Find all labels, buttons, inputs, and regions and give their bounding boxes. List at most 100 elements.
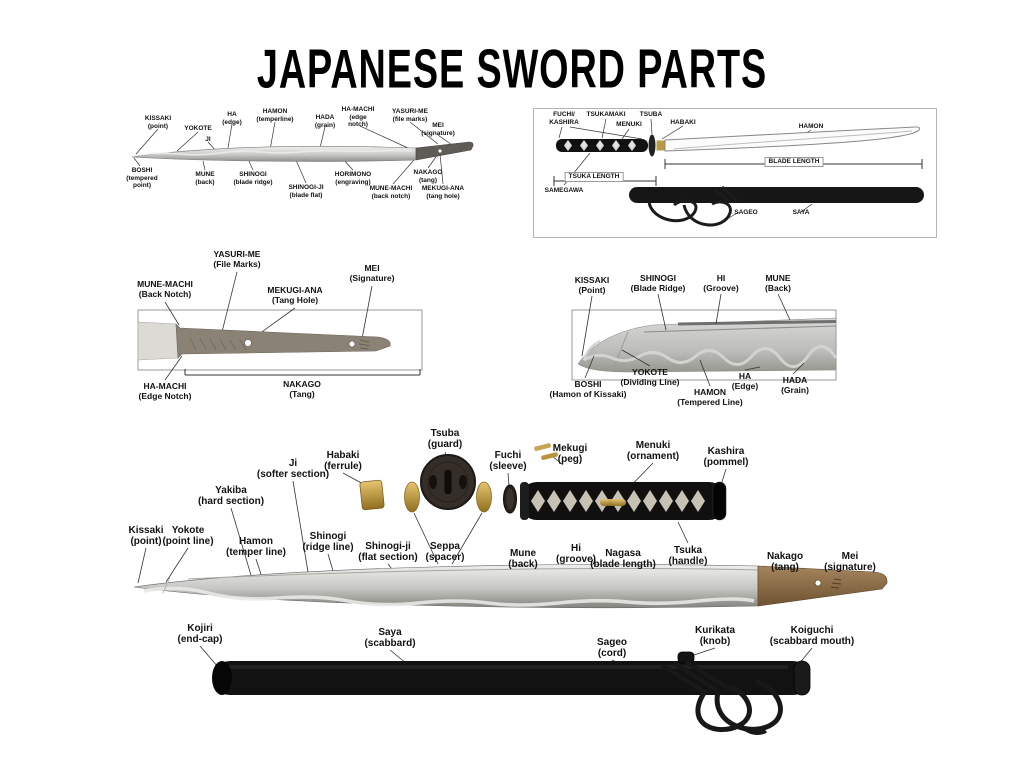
label-yokote: YOKOTE (Dividing Line)	[620, 367, 680, 387]
label-shinogi: SHINOGI (blade ridge)	[233, 171, 273, 186]
mekugi-ana-hole	[814, 579, 822, 587]
file-marks	[189, 337, 247, 351]
habaki-collar	[359, 479, 385, 511]
label-tsuka-length: TSUKA LENGTH	[564, 172, 624, 183]
label-ha: HA (Edge)	[731, 371, 759, 391]
label-ha-machi: HA-MACHI (Edge Notch)	[138, 381, 192, 401]
label-yokote: YOKOTE	[184, 125, 212, 132]
tang	[415, 141, 474, 161]
label-mekugi-ana: MEKUGI-ANA (tang hole)	[421, 185, 465, 200]
label-hi: Hi (groove)	[556, 543, 596, 566]
hamon-line	[583, 345, 838, 368]
label-hada: HADA (Grain)	[781, 375, 809, 395]
label-nakago: Nakago (tang)	[766, 551, 804, 574]
fuchi-sleeve	[503, 484, 517, 514]
hamon-line	[139, 149, 413, 156]
label-mune: MUNE (Back)	[765, 273, 791, 293]
label-habaki: Habaki (ferrule)	[324, 450, 362, 473]
boshi-curve	[582, 339, 601, 361]
label-ji: Ji (softer section)	[256, 458, 330, 481]
habaki-collar	[656, 140, 665, 151]
label-tsuba: Tsuba (guard)	[427, 428, 463, 451]
tsuba-guard	[420, 454, 476, 510]
label-koiguchi: Koiguchi (scabbard mouth)	[769, 625, 855, 648]
label-hamon: HAMON (Tempered Line)	[677, 387, 743, 407]
label-ha-machi: HA-MACHI (edge notch)	[341, 106, 375, 129]
label-sageo: Sageo (cord)	[596, 637, 628, 660]
shinogi-ridge-line	[187, 568, 759, 580]
label-fuchi-kashira: FUCHI/ KASHIRA	[549, 111, 579, 126]
label-shinogi-ji: Shinogi-ji (flat section)	[358, 541, 418, 564]
nakago-tang	[757, 565, 888, 607]
hamon-line	[143, 586, 755, 607]
seppa-spacer-1	[404, 481, 420, 513]
label-tsuba: TSUBA	[639, 111, 663, 118]
label-nakago: NAKAGO (tang)	[413, 169, 443, 184]
sageo-cord	[660, 660, 783, 735]
section-kissaki-view: KISSAKI (Point) SHINOGI (Blade Ridge) HI…	[550, 268, 850, 413]
menuki-ornament	[600, 499, 626, 506]
label-yokote: Yokote (point line)	[162, 525, 214, 548]
shinogi-ridge-line	[643, 325, 837, 333]
blade-outline	[664, 126, 920, 152]
nakago-bracket	[184, 369, 421, 376]
kurikata-knob	[677, 651, 695, 664]
section-tang-view: YASURI-ME (File Marks) MEKUGI-ANA (Tang …	[130, 248, 430, 413]
leader-lines	[581, 293, 805, 387]
tsuka-handle	[520, 481, 727, 521]
label-mune-machi: MUNE-MACHI (Back Notch)	[137, 279, 193, 299]
saya-scabbard	[629, 187, 924, 203]
section-mounted-view: FUCHI/ KASHIRA TSUKAMAKI MENUKI TSUBA HA…	[533, 108, 937, 238]
label-nakago: NAKAGO (Tang)	[283, 379, 321, 399]
hi-groove	[677, 320, 837, 326]
seppa-spacer-2	[476, 481, 492, 513]
label-kissaki: KISSAKI (Point)	[574, 275, 610, 295]
label-hada: HADA (grain)	[314, 114, 336, 129]
kissaki-view-drawing	[571, 293, 838, 387]
label-fuchi: Fuchi (sleeve)	[489, 450, 527, 473]
label-ha: HA (edge)	[222, 111, 242, 126]
label-mune: MUNE (back)	[195, 171, 215, 186]
label-hi: HI (Groove)	[703, 273, 739, 293]
label-saya: SAYA	[792, 209, 810, 216]
saya-scabbard	[212, 651, 811, 696]
samegawa-diamonds	[531, 490, 705, 512]
label-kissaki: Kissaki (point)	[128, 525, 164, 548]
label-saya: Saya (scabbard)	[364, 627, 416, 650]
section-blade-profile: KISSAKI (point) YOKOTE HA (edge) HAMON (…	[120, 105, 495, 225]
label-kashira: Kashira (pommel)	[703, 446, 749, 469]
label-hamon: HAMON (temperline)	[256, 108, 294, 123]
mei-marks	[830, 578, 842, 589]
label-tsuka: Tsuka (handle)	[668, 545, 708, 568]
label-shinogi: SHINOGI (Blade Ridge)	[630, 273, 686, 293]
label-yasuri-me: YASURI-ME (file marks)	[392, 108, 428, 123]
label-menuki: Menuki (ornament)	[626, 440, 680, 463]
label-samegawa: SAMEGAWA	[544, 187, 584, 194]
mekugi-pegs	[534, 443, 558, 460]
blade-section	[137, 321, 179, 361]
mekugi-ana-hole-2	[348, 340, 356, 348]
section-exploded-view: Tsuba (guard) Habaki (ferrule) Fuchi (sl…	[118, 425, 913, 740]
label-seppa: Seppa (spacer)	[425, 541, 465, 564]
exploded-view-drawing	[133, 443, 888, 735]
nakago-tang	[175, 323, 391, 359]
label-menuki: MENUKI	[616, 121, 642, 128]
label-kurikata: Kurikata (knob)	[694, 625, 736, 648]
mounted-view-drawing	[553, 118, 924, 227]
label-mei: MEI (Signature)	[349, 263, 395, 283]
label-kissaki: KISSAKI (point)	[144, 115, 172, 130]
label-boshi: BOSHI (Hamon of Kissaki)	[549, 379, 627, 399]
label-kojiri: Kojiri (end-cap)	[177, 623, 223, 646]
tang-view-drawing	[137, 271, 423, 381]
tsuka-diamonds	[564, 140, 636, 151]
yokote-line	[162, 576, 171, 594]
koiguchi-mouth	[793, 660, 811, 696]
label-tsukamaki: TSUKAMAKI	[586, 111, 626, 118]
label-mune-machi: MUNE-MACHI (back notch)	[369, 185, 413, 200]
label-habaki: HABAKI	[670, 119, 696, 126]
tsuba-guard	[648, 134, 656, 157]
label-hamon: Hamon (temper line)	[225, 536, 287, 559]
label-shinogi: Shinogi (ridge line)	[302, 531, 354, 554]
label-mekugi: Mekugi (peg)	[552, 443, 588, 466]
